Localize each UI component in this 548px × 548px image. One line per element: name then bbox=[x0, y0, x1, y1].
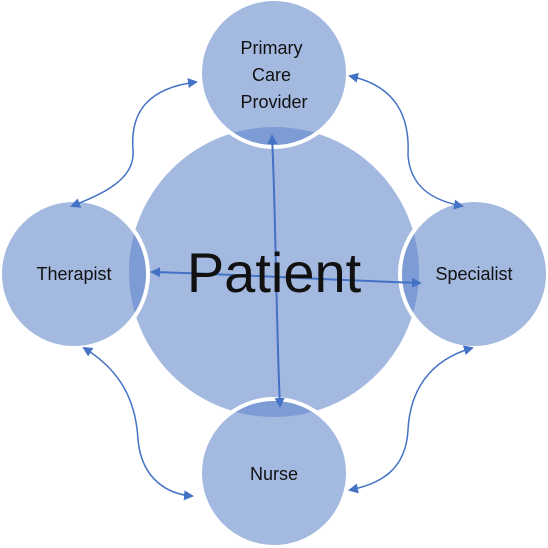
arrow-top-right bbox=[348, 72, 464, 210]
therapist-label: Therapist bbox=[36, 264, 111, 284]
primary-care-provider-line-3: Provider bbox=[240, 92, 307, 112]
specialist-label: Specialist bbox=[435, 264, 512, 284]
horizontal-double-arrow bbox=[150, 267, 422, 288]
outer-arrows bbox=[70, 72, 474, 501]
primary-care-provider-line-1: Primary bbox=[240, 38, 302, 58]
arrow-bottom-left bbox=[82, 346, 194, 501]
primary-care-provider-label: Primary Care Provider bbox=[240, 38, 307, 112]
arrow-top-left bbox=[70, 78, 198, 208]
patient-label: Patient bbox=[187, 241, 362, 304]
primary-care-provider-line-2: Care bbox=[252, 65, 291, 85]
arrow-bottom-right bbox=[348, 345, 474, 494]
center-arrows bbox=[150, 134, 422, 408]
nurse-label: Nurse bbox=[250, 464, 298, 484]
